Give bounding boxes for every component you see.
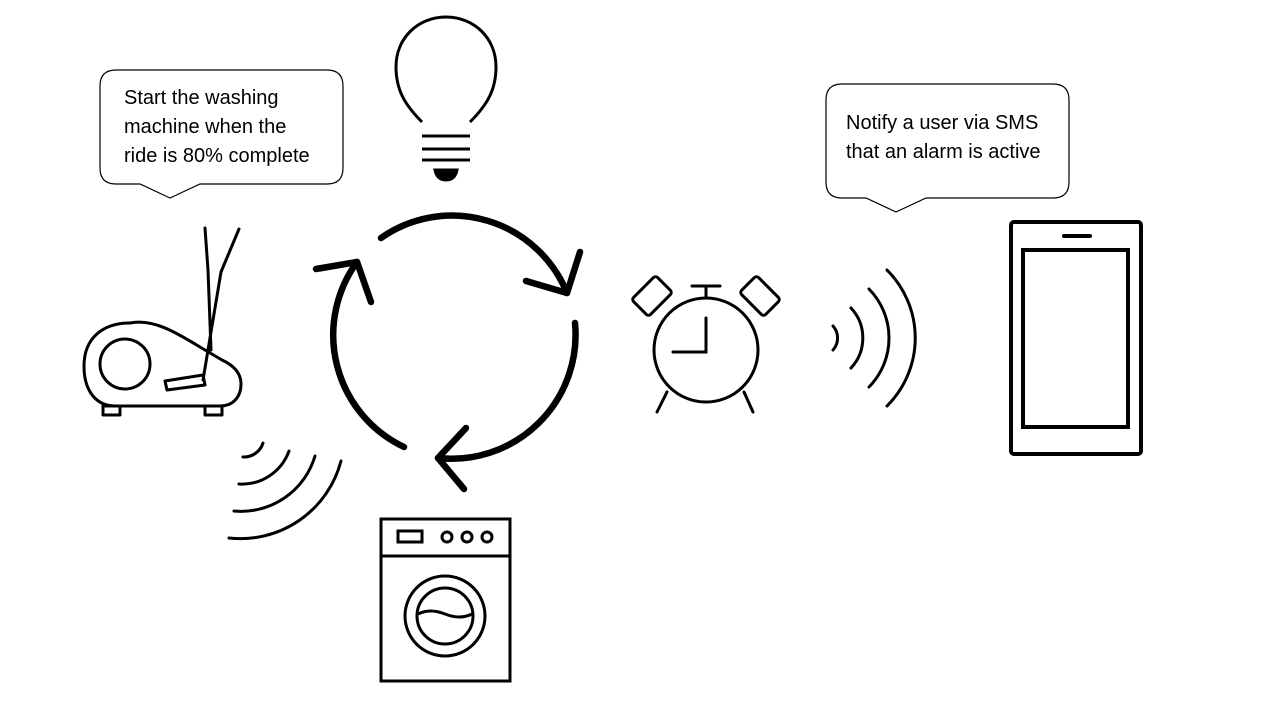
- speech-bubble-left: [99, 69, 344, 199]
- callout-line: that an alarm is active: [846, 141, 1041, 163]
- callout-line: Notify a user via SMS: [846, 112, 1039, 134]
- callout-washing-trigger: Start the washing machine when the ride …: [124, 84, 310, 171]
- signal-waves-icon: [831, 268, 917, 408]
- callout-alarm-notify: Notify a user via SMS that an alarm is a…: [846, 109, 1041, 167]
- speech-bubble-right: [825, 83, 1070, 213]
- callout-line: Start the washing: [124, 87, 279, 109]
- smartphone-icon: [1009, 220, 1143, 456]
- elliptical-trainer-icon: [82, 226, 243, 417]
- cycle-arrows-icon: [312, 212, 584, 493]
- alarm-clock-icon: [631, 275, 781, 414]
- light-bulb-icon: [394, 15, 498, 182]
- callout-line: machine when the: [124, 116, 287, 138]
- wireless-signal-icon: [227, 441, 343, 541]
- callout-line: ride is 80% complete: [124, 145, 310, 167]
- washing-machine-icon: [379, 517, 512, 683]
